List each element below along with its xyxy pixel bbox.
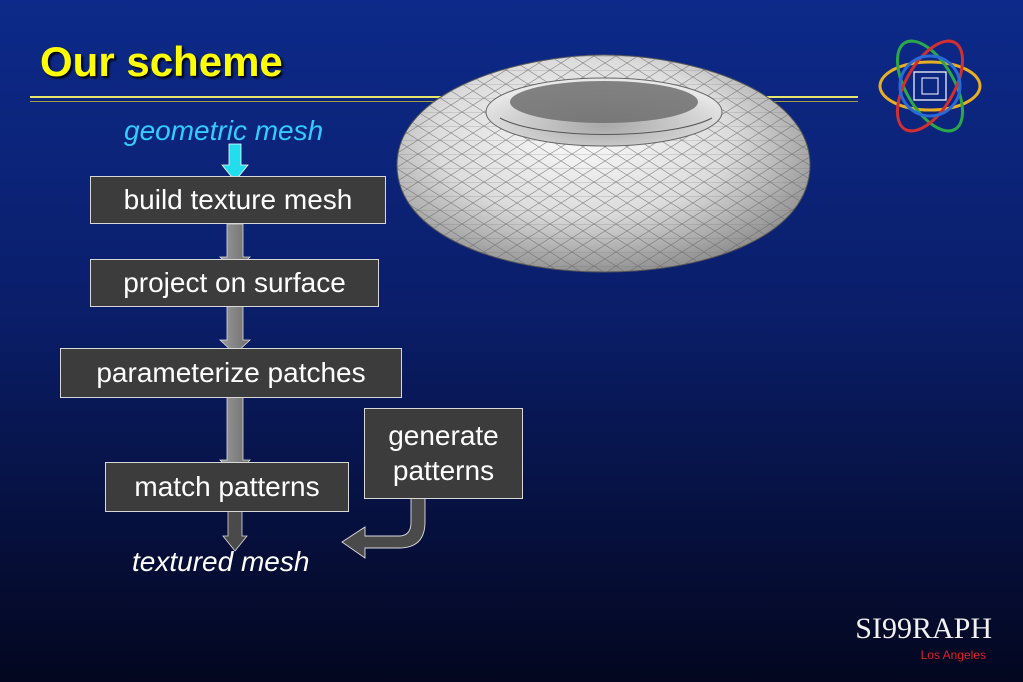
side-step-line-2: patterns — [392, 454, 495, 486]
step-match-patterns: match patterns — [105, 462, 349, 512]
step-parameterize-patches: parameterize patches — [60, 348, 402, 398]
logo-subtext: Los Angeles — [920, 648, 986, 662]
step-generate-patterns: generate patterns — [364, 408, 523, 499]
side-step-line-1: generate — [388, 420, 499, 452]
conference-logo: SI99RAPH Los Angeles — [842, 612, 992, 663]
logo-text: SI99RAPH — [855, 612, 992, 645]
step-label: match patterns — [134, 470, 320, 502]
input-label: geometric mesh — [124, 115, 324, 146]
torus-mesh-image — [396, 54, 811, 273]
step-label: project on surface — [123, 266, 346, 298]
conference-emblem — [878, 39, 982, 133]
step-label: parameterize patches — [96, 356, 366, 388]
step-label: build texture mesh — [123, 183, 353, 215]
output-label: textured mesh — [132, 546, 310, 577]
curved-arrow — [341, 496, 426, 559]
input-arrow — [221, 143, 249, 182]
slide-title: Our scheme — [40, 38, 283, 85]
arrow-2 — [218, 305, 252, 355]
step-build-texture-mesh: build texture mesh — [90, 176, 386, 224]
arrow-4 — [222, 508, 248, 552]
step-project-on-surface: project on surface — [90, 259, 379, 307]
